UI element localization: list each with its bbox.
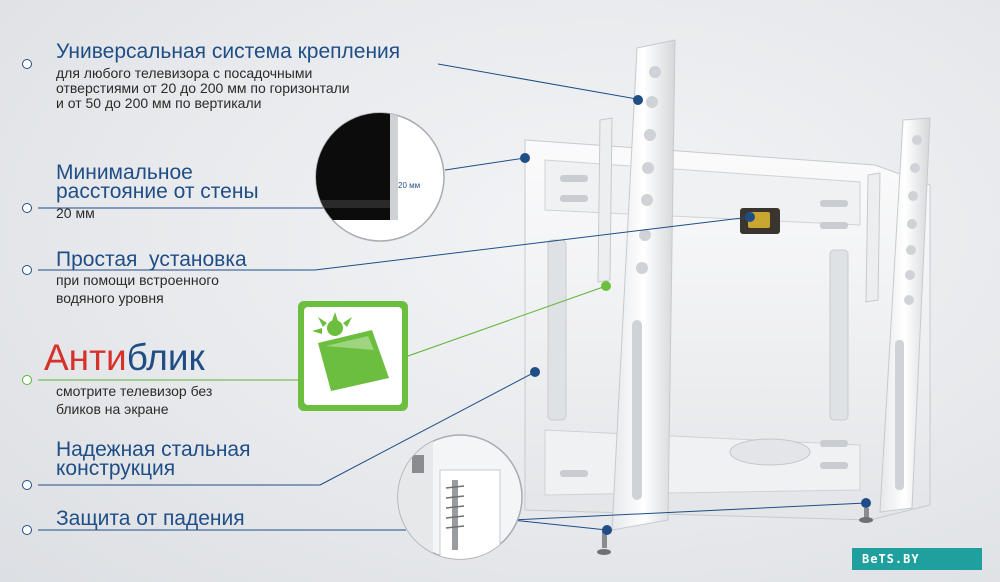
- steel-title-2: конструкция: [56, 457, 176, 480]
- install-title: Простая установка: [56, 248, 247, 271]
- install-desc-1: при помощи встроенного: [56, 272, 219, 288]
- antiglare-title: Антиблик: [44, 339, 205, 377]
- antiglare-badge-bold: АНТИ: [320, 381, 356, 396]
- universal-desc-3: и от 50 до 200 мм по вертикали: [56, 95, 262, 111]
- bullet-distance: [22, 203, 32, 213]
- distance-mm-label: 20 мм: [398, 181, 421, 190]
- universal-desc-1: для любого телевизора с посадочными: [56, 65, 313, 81]
- antiglare-badge: АНТИблик: [298, 301, 408, 411]
- right-arm: [865, 117, 931, 513]
- fall-protection-zoom: [397, 434, 523, 560]
- site-watermark: BeTS.BY: [852, 548, 982, 570]
- antiglare-title-blue: блик: [126, 337, 205, 378]
- bullet-fall: [22, 525, 32, 535]
- universal-title: Универсальная система крепления: [56, 40, 401, 63]
- bullet-universal: [22, 59, 32, 69]
- antiglare-title-red: Анти: [44, 337, 127, 378]
- distance-zoom: [315, 112, 445, 242]
- install-desc-2: водяного уровня: [56, 290, 164, 306]
- left-arm: [597, 39, 676, 531]
- antiglare-badge-label: АНТИблик: [298, 381, 408, 396]
- steel-title-1: Надежная стальная: [56, 438, 251, 461]
- fall-title: Защита от падения: [56, 507, 245, 530]
- antiglare-desc-1: смотрите телевизор без: [56, 383, 213, 399]
- bullet-steel: [22, 480, 32, 490]
- antiglare-badge-italic: блик: [355, 381, 386, 396]
- distance-title-2: расстояние от стены: [56, 180, 259, 203]
- universal-desc-2: отверстиями от 20 до 200 мм по горизонта…: [56, 80, 350, 96]
- bullet-antiglare: [22, 375, 32, 385]
- safety-screws: [597, 508, 873, 555]
- distance-title-1: Минимальное: [56, 161, 193, 184]
- bullet-install: [22, 265, 32, 275]
- distance-desc: 20 мм: [56, 205, 95, 221]
- antiglare-desc-2: бликов на экране: [56, 401, 169, 417]
